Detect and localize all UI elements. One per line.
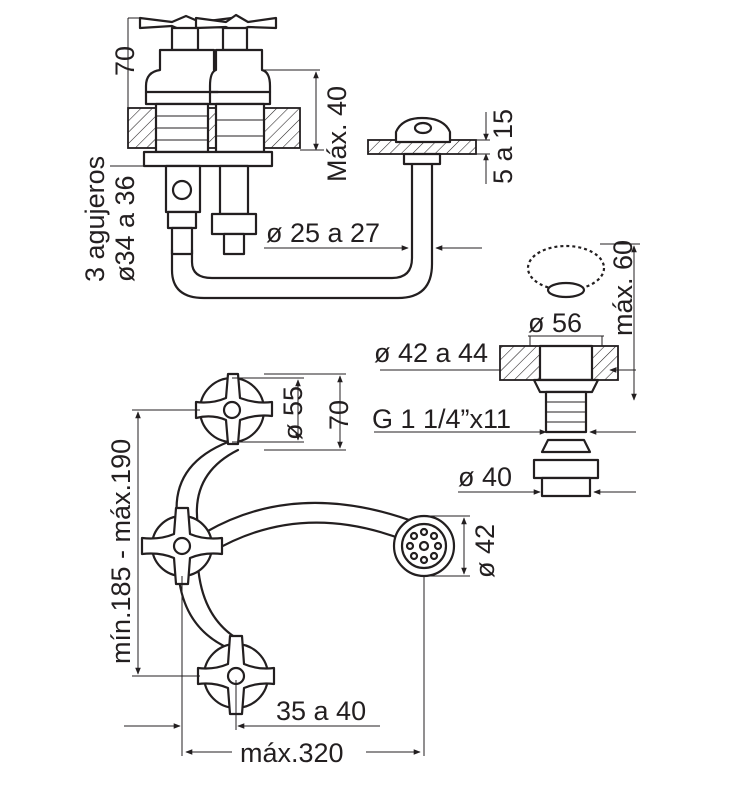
dim-diameter-56: ø 56 bbox=[528, 308, 582, 338]
handle-stem-front bbox=[221, 26, 249, 52]
drain-tail bbox=[540, 476, 592, 498]
dim-70-width: 70 bbox=[324, 400, 354, 430]
dim-35-a-40: 35 a 40 bbox=[276, 696, 366, 726]
stopper-plug bbox=[546, 281, 586, 299]
shower-cap bbox=[413, 121, 433, 135]
handle-cross-front bbox=[194, 13, 278, 34]
locknut-plate bbox=[142, 150, 274, 168]
dim-max-320: máx.320 bbox=[240, 738, 344, 768]
inlet-front bbox=[222, 232, 246, 256]
cross-handle-top bbox=[194, 372, 274, 446]
valve-body-front bbox=[214, 102, 266, 154]
shower-nut bbox=[402, 152, 442, 166]
side-elevation-view bbox=[110, 13, 490, 300]
dim-hose-diameter: ø 25 a 27 bbox=[266, 218, 380, 248]
nut-front bbox=[210, 212, 258, 236]
drain-nut bbox=[532, 458, 600, 480]
cross-handle-middle bbox=[140, 506, 224, 586]
dim-max-60: máx. 60 bbox=[608, 240, 638, 336]
hose-plan-top-b bbox=[195, 448, 240, 528]
dim-holes-count: 3 agujeros bbox=[80, 156, 110, 282]
cross-handle-bottom bbox=[196, 634, 276, 716]
dim-70-height: 70 bbox=[110, 46, 140, 76]
hose-plan-bottom-b bbox=[196, 564, 238, 640]
drain-gasket bbox=[532, 378, 600, 394]
dim-diameter-42: ø 42 bbox=[470, 524, 500, 578]
dim-diameter-40: ø 40 bbox=[458, 462, 512, 492]
dim-holes-diameter: ø34 a 36 bbox=[110, 175, 140, 282]
dim-5-a-15: 5 a 15 bbox=[488, 109, 518, 184]
inlet-back bbox=[170, 226, 194, 256]
dim-thread: G 1 1/4”x11 bbox=[372, 404, 511, 434]
cone-washer bbox=[540, 438, 592, 454]
drain-detail-view bbox=[374, 243, 640, 498]
plan-view bbox=[124, 372, 470, 756]
dim-spacing-185-190: mín.185 - máx.190 bbox=[106, 439, 136, 664]
hose-plan-shower-b bbox=[210, 521, 406, 554]
hose-outer bbox=[170, 154, 434, 300]
shank-front bbox=[218, 164, 250, 216]
dim-diameter-42-44: ø 42 a 44 bbox=[374, 338, 488, 368]
hose-plan-shower-a bbox=[204, 501, 422, 534]
valve-bell-front bbox=[208, 48, 272, 106]
hose-inner bbox=[190, 154, 414, 280]
nut-back bbox=[166, 210, 198, 230]
countertop-section bbox=[127, 107, 301, 149]
dim-diameter-55: ø 55 bbox=[278, 386, 308, 440]
drain-flange bbox=[538, 344, 594, 382]
valve-bell-back bbox=[144, 48, 220, 106]
dim-max-40: Máx. 40 bbox=[322, 86, 352, 182]
handle-stem-back bbox=[170, 26, 200, 52]
diverter-knob bbox=[171, 179, 193, 201]
shower-head-plan bbox=[392, 514, 456, 578]
chain-loop bbox=[526, 244, 606, 292]
